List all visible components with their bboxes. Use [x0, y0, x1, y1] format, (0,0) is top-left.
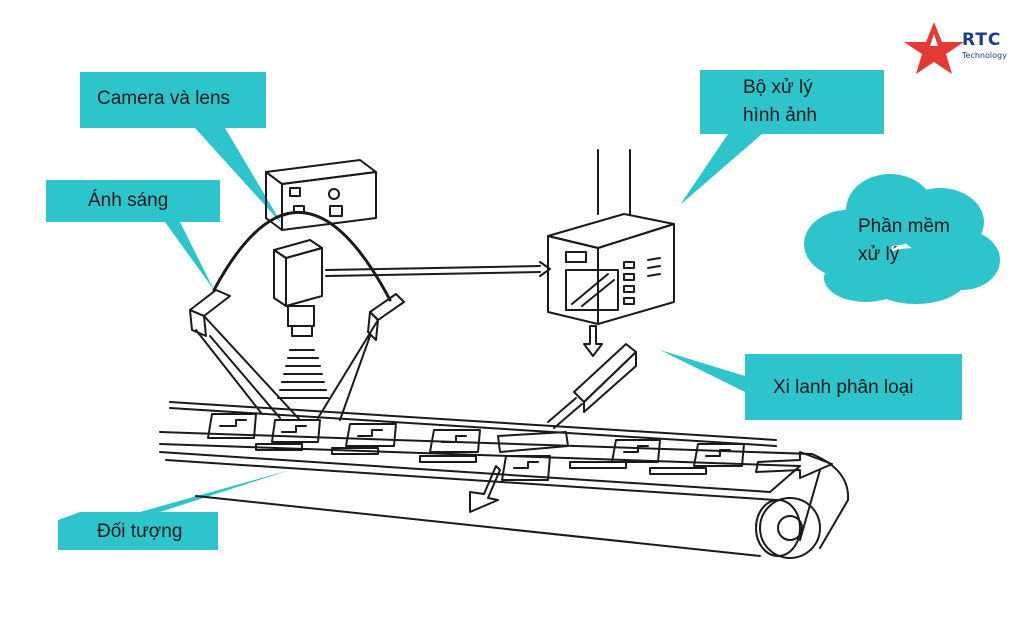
label-camera: Camera và lens	[97, 88, 231, 109]
label-object: Đối tượng	[97, 521, 183, 542]
callout-shapes	[46, 70, 1000, 550]
label-software-line2: xử lý	[858, 244, 900, 265]
processor-box	[547, 149, 675, 325]
lights	[189, 211, 405, 421]
callout-processor	[680, 70, 884, 205]
callout-object	[58, 470, 290, 550]
logo-tagline: Technology	[962, 51, 1007, 60]
cloud-software	[804, 174, 1000, 304]
output-arrow	[755, 451, 833, 479]
sorting-cylinder	[497, 343, 637, 453]
label-processor-line1: Bộ xử lý	[743, 77, 813, 98]
rtc-logo-star-icon	[904, 22, 964, 74]
belt-parts	[207, 413, 745, 481]
callout-cylinder	[660, 350, 962, 420]
callout-camera	[80, 72, 282, 224]
label-light: Ánh sáng	[88, 190, 169, 211]
camera-body	[273, 239, 329, 399]
callout-light	[46, 180, 220, 290]
signal-arrow	[325, 261, 551, 277]
control-arrow	[583, 325, 603, 357]
label-software-line1: Phần mềm	[858, 216, 950, 237]
reject-arrow	[469, 465, 501, 513]
label-cylinder: Xi lanh phân loại	[773, 377, 914, 398]
line-art	[159, 149, 850, 559]
label-processor-line2: hình ảnh	[743, 105, 817, 126]
logo-name: RTC	[962, 30, 1002, 50]
